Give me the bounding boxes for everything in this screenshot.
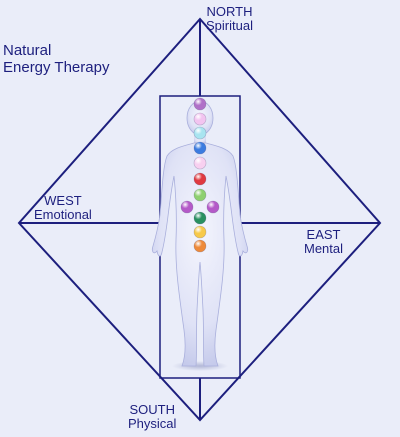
sacral-upper-chakra [193, 211, 207, 225]
east-label: EAST Mental [304, 228, 343, 256]
south-label: SOUTH Physical [128, 403, 176, 431]
third-eye-chakra [193, 112, 207, 126]
sacral-chakra [193, 225, 207, 239]
heart-chakra [193, 172, 207, 186]
south-aspect: Physical [128, 416, 177, 431]
title-line-1: Natural [3, 42, 52, 59]
south-name: SOUTH [129, 402, 175, 417]
heart-upper-chakra [193, 156, 207, 170]
right-palm-chakra [206, 200, 220, 214]
north-label: NORTH Spiritual [206, 5, 253, 33]
east-aspect: Mental [304, 241, 344, 256]
west-name: WEST [44, 193, 82, 208]
north-aspect: Spiritual [206, 18, 253, 33]
solar-plexus-chakra [193, 188, 207, 202]
diagram-title: Natural Energy Therapy [3, 42, 109, 76]
chakra-column [180, 97, 220, 253]
east-name: EAST [306, 227, 341, 242]
west-label: WEST Emotional [34, 194, 92, 222]
throat-upper-chakra [193, 126, 207, 140]
left-palm-chakra [180, 200, 194, 214]
west-aspect: Emotional [34, 207, 92, 222]
crown-chakra [193, 97, 207, 111]
title-line-2: Energy Therapy [3, 59, 110, 76]
root-chakra [193, 239, 207, 253]
north-name: NORTH [206, 4, 253, 19]
throat-chakra [193, 141, 207, 155]
